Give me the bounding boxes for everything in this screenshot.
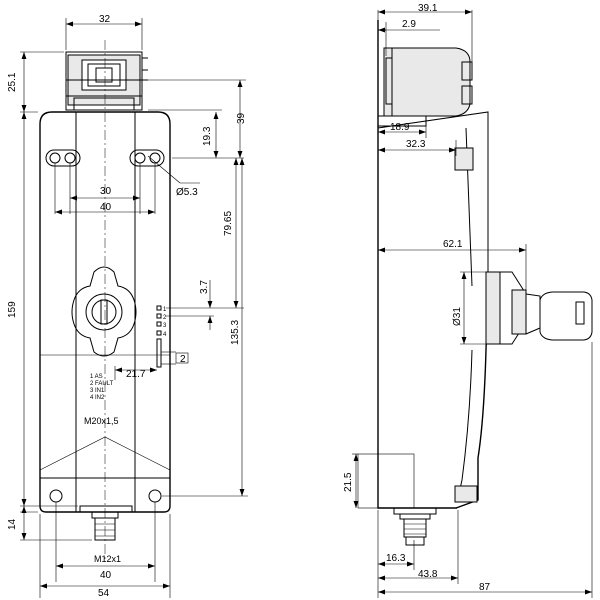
led-indicators: 1 2 3 4 bbox=[156, 305, 167, 368]
dim-label: 39 bbox=[236, 112, 247, 124]
dim-label: 19.3 bbox=[202, 126, 213, 146]
bottom-hole-right bbox=[148, 489, 162, 503]
dim-label: 87 bbox=[479, 582, 491, 593]
front-view: 1 2 3 4 1 AS 2 FAULT 3 IN1 4 IN2 M20x1,5… bbox=[7, 14, 248, 599]
dim-label: 40 bbox=[100, 202, 112, 213]
legend-line: 4 IN2 bbox=[90, 395, 105, 401]
switch-body bbox=[39, 40, 171, 560]
dim-label: 79.65 bbox=[223, 211, 234, 236]
dim-label: 2 bbox=[180, 354, 186, 365]
key-lock bbox=[71, 266, 137, 357]
legend-line: 3 IN1 bbox=[90, 388, 105, 394]
dim-label: 135.3 bbox=[230, 320, 241, 345]
mounting-slot-left bbox=[45, 149, 81, 167]
actuator-head bbox=[65, 51, 148, 111]
dim-label: 18.9 bbox=[390, 122, 410, 133]
dim-label: 39.1 bbox=[418, 3, 438, 14]
dim-label: Ø5.3 bbox=[176, 187, 198, 198]
side-head bbox=[377, 47, 473, 127]
m12-connector bbox=[79, 505, 133, 541]
dim-label: Ø31 bbox=[452, 307, 463, 326]
bottom-hole-left bbox=[49, 489, 63, 503]
dim-label: 25.1 bbox=[7, 72, 18, 92]
dim-label: 30 bbox=[100, 186, 112, 197]
dim-label: 32 bbox=[99, 14, 111, 25]
dim-label: 43.8 bbox=[418, 569, 438, 580]
dim-label: 62.1 bbox=[443, 239, 463, 250]
connector-thread-label: M12x1 bbox=[94, 554, 121, 564]
led-number: 4 bbox=[163, 332, 167, 338]
cable-thread-label: M20x1,5 bbox=[84, 416, 119, 426]
led-square bbox=[156, 330, 162, 336]
dim-label: 159 bbox=[7, 301, 18, 318]
dim-label: 54 bbox=[98, 588, 110, 599]
dim-label: 2.9 bbox=[402, 19, 416, 30]
side-dimensions: 39.1 2.9 18.9 32.3 62.1 Ø31 bbox=[343, 3, 593, 598]
dim-label: 21.7 bbox=[126, 369, 146, 380]
front-dimensions: 32 25.1 159 14 19.3 39 bbox=[7, 14, 248, 599]
led-legend: 1 AS 2 FAULT 3 IN1 4 IN2 bbox=[90, 374, 114, 401]
led-square bbox=[156, 305, 162, 311]
side-view: 39.1 2.9 18.9 32.3 62.1 Ø31 bbox=[343, 3, 593, 598]
led-number: 3 bbox=[163, 323, 167, 329]
dim-label: 16.3 bbox=[386, 553, 406, 564]
legend-line: 1 AS bbox=[90, 374, 103, 380]
led-number: 1 bbox=[163, 307, 167, 313]
side-key bbox=[485, 271, 593, 345]
led-number: 2 bbox=[163, 315, 167, 321]
legend-line: 2 FAULT bbox=[90, 381, 114, 387]
side-connector bbox=[393, 507, 437, 546]
dim-label: 21.5 bbox=[343, 472, 354, 492]
dim-label: 40 bbox=[100, 570, 112, 581]
dim-label: 14 bbox=[7, 518, 18, 530]
dim-label: 32.3 bbox=[406, 139, 426, 150]
led-square bbox=[156, 313, 162, 319]
dim-label: 3.7 bbox=[199, 280, 210, 294]
led-square bbox=[156, 321, 162, 327]
